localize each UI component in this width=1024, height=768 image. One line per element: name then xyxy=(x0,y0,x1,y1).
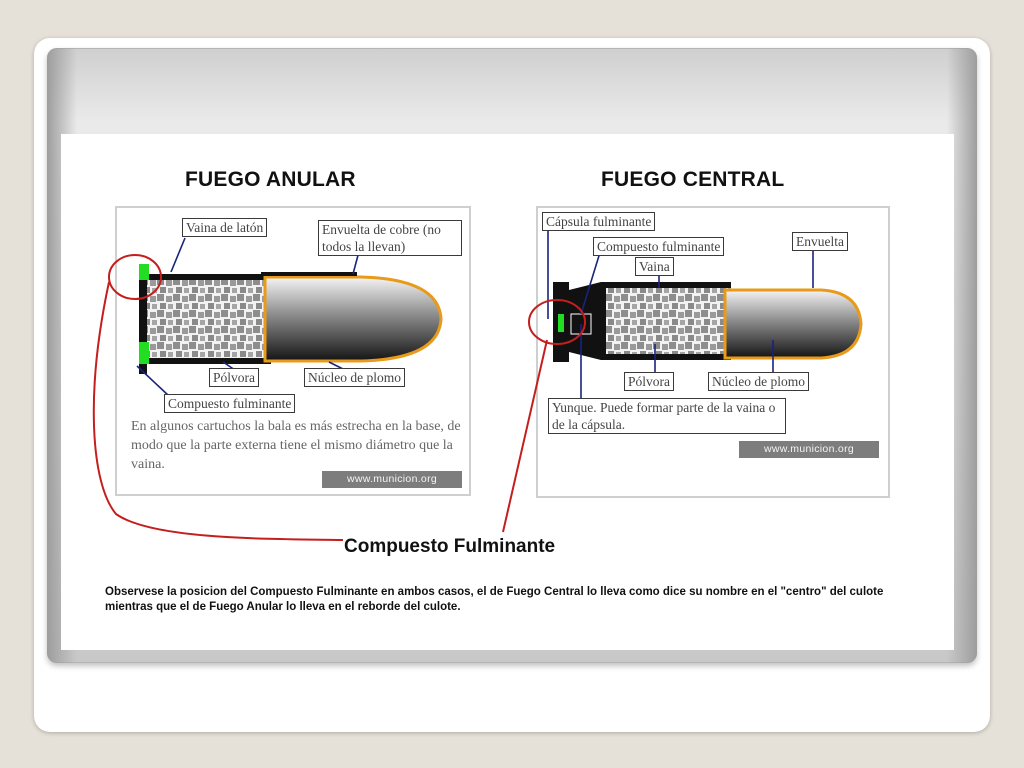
centerfire-watermark-text: www.municion.org xyxy=(764,443,854,455)
centerfire-title: FUEGO CENTRAL xyxy=(601,168,785,191)
cartridge-drawings xyxy=(92,226,863,541)
centerfire-primer-label: Compuesto fulminante xyxy=(593,237,725,256)
rimfire-title: FUEGO ANULAR xyxy=(185,168,356,191)
rimfire-primer-top xyxy=(139,264,149,280)
centerfire-watermark: www.municion.org xyxy=(739,441,879,458)
rimfire-primer-label: Compuesto fulminante xyxy=(164,394,296,413)
centerfire-case-label: Vaina xyxy=(635,257,674,276)
centerfire-powder xyxy=(606,288,731,354)
centerfire-bullet xyxy=(723,288,863,360)
rimfire-core-label: Núcleo de plomo xyxy=(304,368,405,387)
centerfire-primer xyxy=(558,314,564,332)
rimfire-connector xyxy=(92,281,344,541)
rimfire-watermark-text: www.municion.org xyxy=(347,473,437,485)
rimfire-bullet xyxy=(263,275,443,363)
rimfire-powder xyxy=(147,280,267,358)
rimfire-jacket-label: Envuelta de cobre (no todos la llevan) xyxy=(318,220,462,256)
primer-caption: Compuesto Fulminante xyxy=(344,536,556,557)
centerfire-highlight-circle xyxy=(528,299,586,345)
rimfire-note: En algunos cartuchos la bala es más estr… xyxy=(131,419,461,472)
rimfire-cartridge xyxy=(139,264,443,374)
diagram-area: FUEGO ANULAR FUEGO CENTRAL xyxy=(61,134,954,650)
centerfire-core-label: Núcleo de plomo xyxy=(708,372,809,391)
centerfire-powder-label: Pólvora xyxy=(624,372,674,391)
centerfire-cartridge xyxy=(553,282,863,362)
centerfire-anvil-label: Yunque. Puede formar parte de la vaina o… xyxy=(548,398,786,434)
rimfire-watermark: www.municion.org xyxy=(322,471,462,488)
primer-highlight-markers xyxy=(92,254,586,541)
centerfire-cap-label: Cápsula fulminante xyxy=(542,212,656,231)
rimfire-case-label: Vaina de latón xyxy=(182,218,268,237)
centerfire-jacket-label: Envuelta xyxy=(792,232,848,251)
explanation-text: Observese la posicion del Compuesto Fulm… xyxy=(105,586,884,613)
rimfire-powder-label: Pólvora xyxy=(209,368,259,387)
rimfire-primer-bottom xyxy=(139,342,149,364)
rimfire-highlight-circle xyxy=(108,254,162,300)
centerfire-connector xyxy=(502,339,548,533)
